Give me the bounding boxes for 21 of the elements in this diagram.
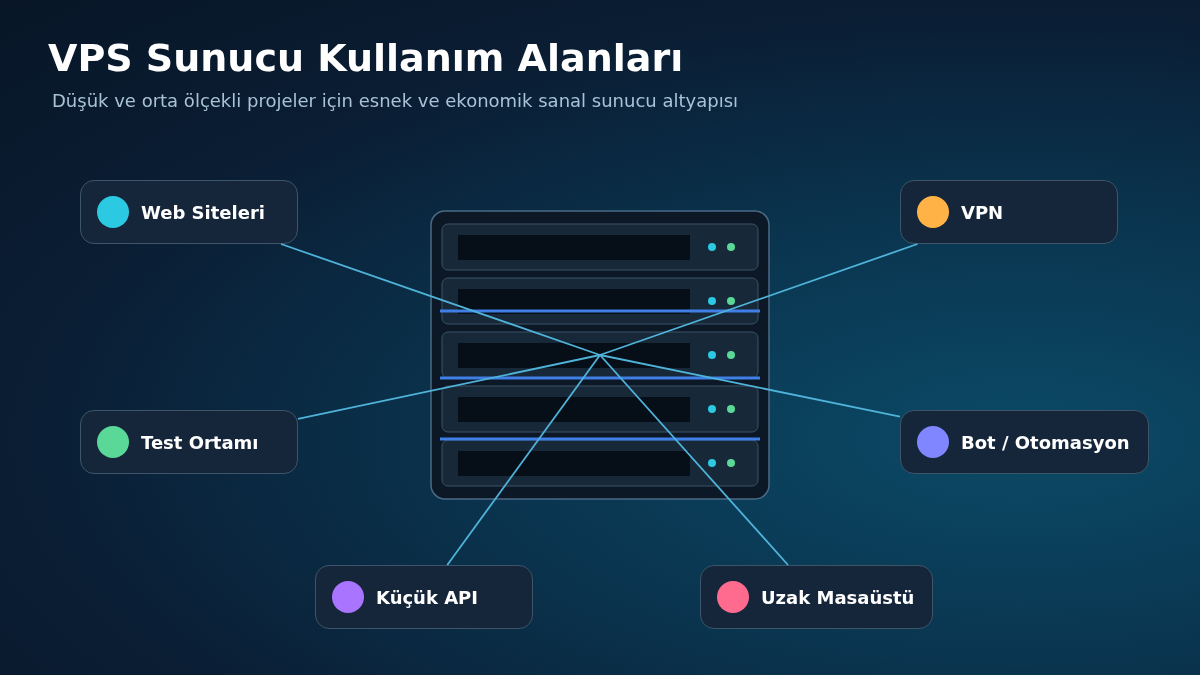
category-card xyxy=(900,410,1149,474)
connector-line xyxy=(599,354,789,566)
card-label: Web Siteleri xyxy=(141,201,265,223)
card-label: Uzak Masaüstü xyxy=(761,586,915,608)
connector-line xyxy=(446,354,601,566)
category-card xyxy=(700,565,934,629)
category-card xyxy=(315,565,533,629)
category-card xyxy=(80,180,298,244)
category-card xyxy=(900,180,1118,244)
subtitle: Düşük ve orta ölçekli projeler için esnek ve ekonomik sanal sunucu altyapısı xyxy=(52,90,739,111)
connector-line xyxy=(599,243,919,356)
connector-line xyxy=(599,354,901,418)
category-card xyxy=(80,410,298,474)
connector-line xyxy=(297,354,601,420)
connector-line xyxy=(280,243,601,356)
card-label: Bot / Otomasyon xyxy=(961,431,1130,453)
card-label: Küçük API xyxy=(376,586,478,608)
title: VPS Sunucu Kullanım Alanları xyxy=(48,36,684,80)
server-drawing xyxy=(430,210,770,500)
card-label: VPN xyxy=(961,201,1004,223)
card-label: Test Ortamı xyxy=(141,431,259,453)
